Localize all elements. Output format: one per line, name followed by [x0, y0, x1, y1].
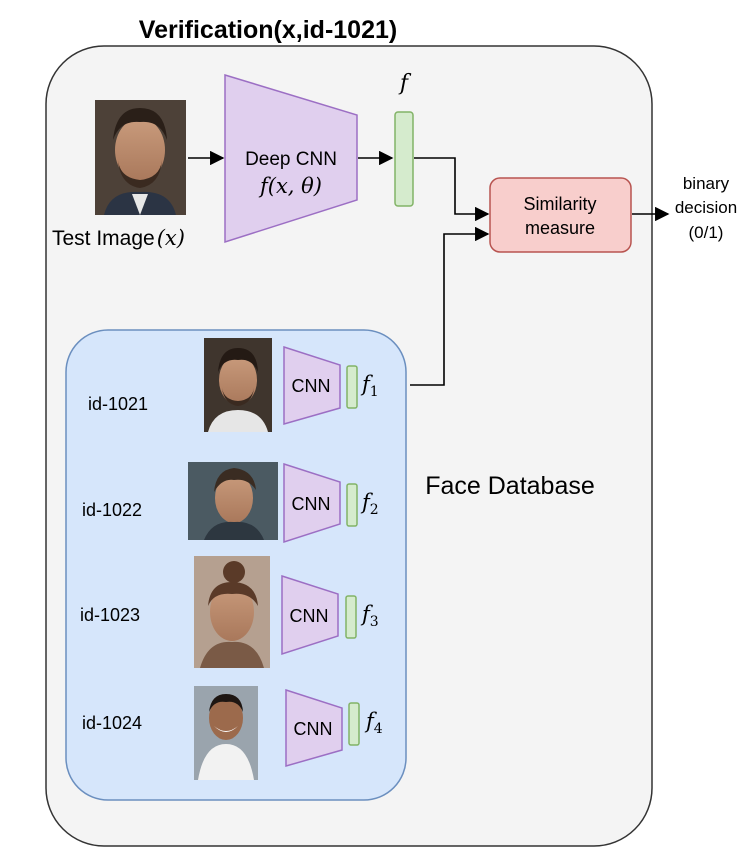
cnn-block — [283, 345, 341, 425]
feature-subscript: 1 — [370, 384, 379, 400]
feature-label: f — [360, 602, 373, 626]
feature-subscript: 4 — [374, 721, 383, 737]
feature-subscript: 2 — [370, 502, 379, 518]
face-photo-icon — [194, 686, 258, 780]
deep-cnn-formula: f(x, θ) — [258, 174, 322, 198]
feature-vector — [346, 483, 358, 527]
feature-vector — [394, 111, 414, 207]
cnn-label: CNN — [294, 719, 333, 739]
deep-cnn-block — [224, 73, 358, 244]
similarity-measure-box — [489, 177, 632, 253]
diagram-title: Verification(x,id-1021) — [139, 16, 397, 44]
cnn-block — [281, 574, 339, 656]
svg-text:f2: f2 — [360, 490, 379, 518]
face-photo-icon — [204, 338, 272, 432]
svg-text:f4: f4 — [364, 709, 383, 737]
feature-label: f — [364, 709, 377, 733]
entry-id: id-1023 — [80, 605, 140, 625]
output-line2: decision — [675, 198, 737, 217]
feature-vector — [348, 702, 360, 746]
entry-id: id-1021 — [88, 394, 148, 414]
cnn-block — [283, 462, 341, 544]
cnn-block — [285, 688, 343, 767]
arrow-feature-to-similarity — [414, 157, 490, 222]
svg-text:f3: f3 — [360, 602, 379, 630]
feature-label: f — [360, 490, 373, 514]
database-entry: id-1023 CNN f3 — [80, 556, 379, 668]
cnn-label: CNN — [292, 376, 331, 396]
test-image-math: (x) — [157, 226, 185, 250]
test-image-photo — [95, 100, 186, 215]
similarity-line2: measure — [525, 218, 595, 238]
feature-vector — [346, 365, 358, 409]
cnn-label: CNN — [292, 494, 331, 514]
face-photo-icon — [194, 556, 270, 668]
output-line3: (0/1) — [689, 223, 724, 242]
similarity-line1: Similarity — [523, 194, 596, 214]
arrow-f1-to-similarity — [410, 226, 490, 386]
feature-vector — [345, 595, 357, 639]
feature-subscript: 3 — [370, 614, 379, 630]
database-entry: id-1022 CNN f2 — [82, 462, 379, 544]
svg-text:f1: f1 — [360, 372, 379, 400]
test-image-label: Test Image — [52, 227, 155, 250]
database-entry: id-1024 CNN f4 — [82, 686, 383, 780]
output-line1: binary — [683, 174, 730, 193]
cnn-label: CNN — [290, 606, 329, 626]
face-photo-icon — [188, 462, 278, 540]
entry-id: id-1024 — [82, 713, 142, 733]
database-entry: id-1021 CNN f1 — [88, 338, 379, 432]
deep-cnn-label: Deep CNN — [245, 149, 337, 170]
feature-label: f — [360, 372, 373, 396]
face-database-label: Face Database — [425, 472, 595, 500]
entry-id: id-1022 — [82, 500, 142, 520]
svg-text:Test Image(x): Test Image(x) — [52, 226, 185, 250]
